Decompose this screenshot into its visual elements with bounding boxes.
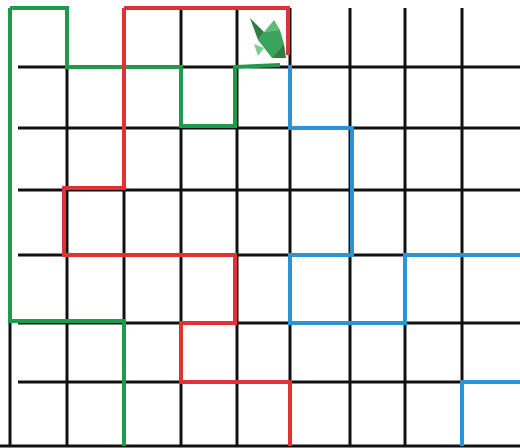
path-layer [10,8,520,446]
marker-layer [250,18,286,58]
blue-path-bottom [462,382,520,446]
red-path-left [64,8,290,446]
origami-frog-icon [250,18,286,58]
